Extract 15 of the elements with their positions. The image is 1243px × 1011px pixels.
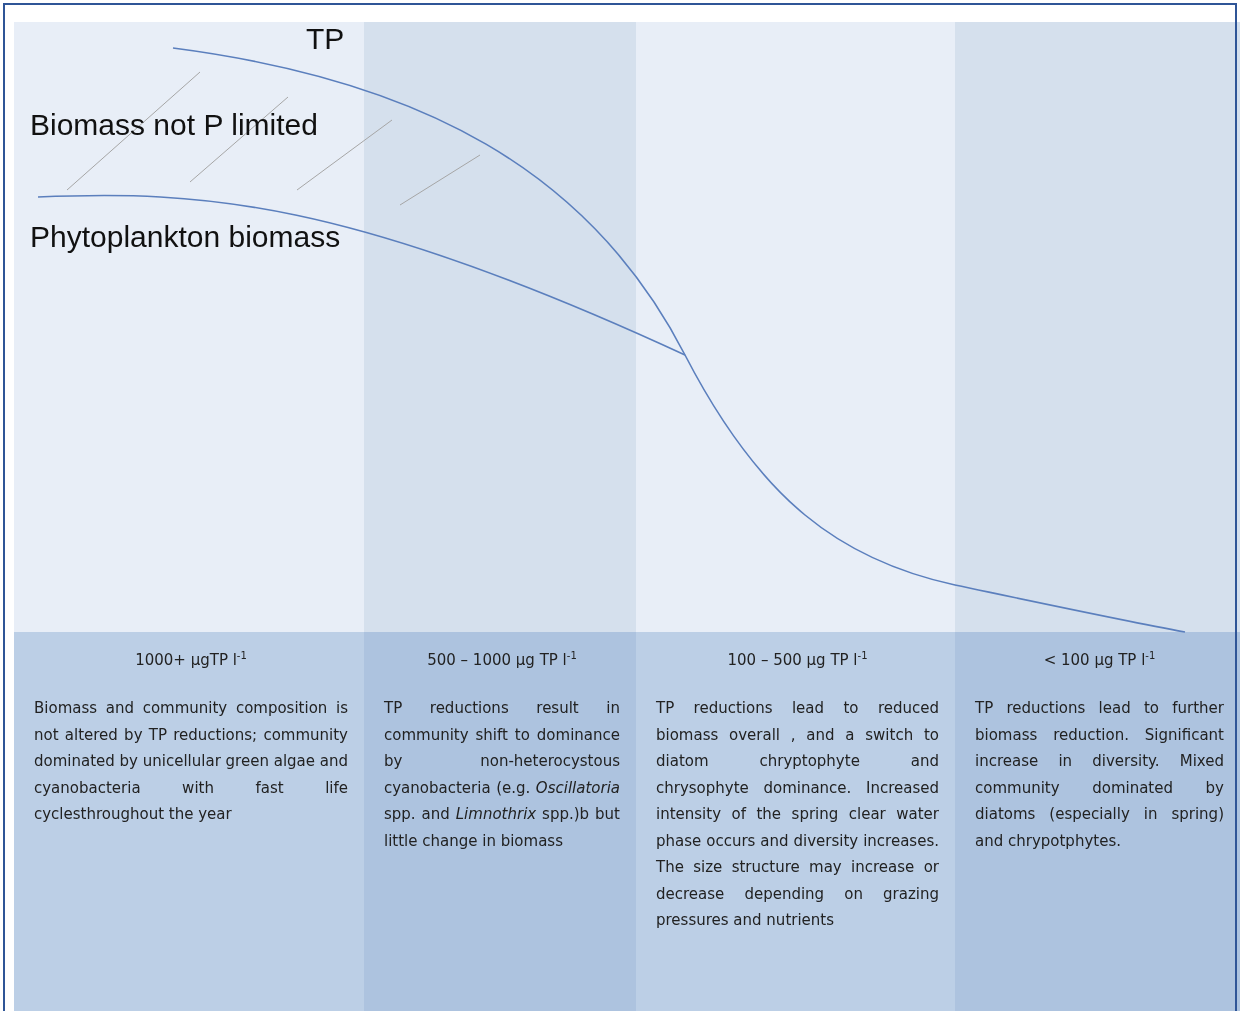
concentration-range: < 100 µg TP l$^{-1}$ — [1042, 650, 1157, 669]
description-panel — [955, 632, 1240, 1011]
concentration-range: 100 – 500 µg TP l$^{-1}$ — [726, 650, 869, 669]
description-panel — [14, 632, 364, 1011]
curve-label: Biomass not P limited — [30, 108, 318, 142]
description-text: TP reductions lead to further biomass reduction. Significant increase in diversity. Mixed community dominated by diatoms (especially in spring) and chrypotphytes. — [975, 698, 1224, 852]
description-text: TP reductions result in community shift to dominance by non-heterocystous cyanobacteria (e.g. Oscillatoria spp. and Limnothrix spp.)b but little change in biomass — [384, 698, 620, 852]
curve-label: Phytoplankton biomass — [30, 220, 341, 254]
concentration-range: 500 – 1000 µg TP l$^{-1}$ — [426, 650, 578, 669]
description-panel — [636, 632, 955, 1011]
description-panel — [364, 632, 636, 1011]
description-text: Biomass and community composition is not altered by TP reductions; community dominated by unicellular green algae and cyanobacteria with fast life cyclesthroughout the year — [34, 698, 348, 825]
concentration-range: 1000+ µgTP l$^{-1}$ — [134, 650, 248, 669]
description-text: TP reductions lead to reduced biomass overall , and a switch to diatom chryptophyte and chrysophyte dominance. Increased intensity of the spring clear water phase occurs and diversity increases. The size structure may increase or decrease depending on grazing pressures and nutrients — [656, 698, 939, 931]
curve-label: TP — [306, 22, 345, 56]
